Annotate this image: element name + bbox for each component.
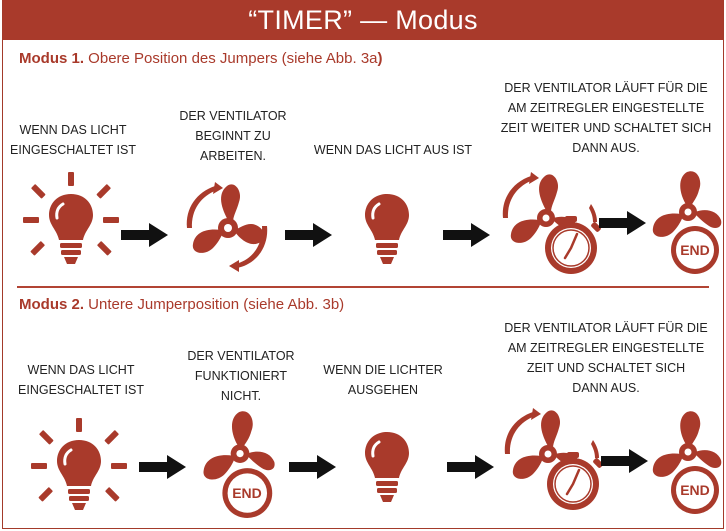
fan-spinning-icon: [186, 182, 268, 272]
caption-line: DANN AUS.: [572, 141, 640, 155]
caption-line: EINGESCHALTET IST: [10, 143, 136, 157]
end-badge: END: [232, 485, 262, 501]
arrow-icon: [599, 211, 646, 235]
caption-line: NICHT.: [220, 389, 262, 403]
arrow-icon: [601, 449, 648, 473]
arrow-icon: [443, 223, 490, 247]
light-bulb-off-icon: [365, 194, 409, 264]
fan-blades-icon: [203, 411, 275, 518]
caption-line: EINGESCHALTET IST: [18, 383, 144, 397]
caption-line: ZEIT WEITER UND SCHALTET SICH: [500, 121, 712, 135]
fan-end-icon: END: [649, 410, 725, 514]
caption-line: DER VENTILATOR: [187, 349, 295, 363]
arrow-icon: [121, 223, 168, 247]
fan-timer-icon: [502, 172, 601, 274]
mode-divider: [17, 286, 709, 288]
light-bulb-on-icon: [31, 418, 127, 510]
mode1-label-end: ): [377, 50, 383, 67]
caption-line: WENN DAS LICHT AUS IST: [313, 143, 473, 157]
caption-line: AUSGEHEN: [347, 383, 419, 397]
mode2-step2-caption: DER VENTILATOR FUNKTIONIERT NICHT.: [179, 346, 303, 406]
caption-line: ARBEITEN.: [200, 149, 266, 163]
caption-line: DER VENTILATOR: [179, 109, 287, 123]
caption-line: DER VENTILATOR LÄUFT FÜR DIE: [504, 81, 708, 95]
caption-line: DANN AUS.: [572, 381, 640, 395]
mode1-step2-caption: DER VENTILATOR BEGINNT ZU ARBEITEN.: [171, 106, 295, 166]
caption-line: DER VENTILATOR LÄUFT FÜR DIE: [504, 321, 708, 335]
mode2-label-text: Untere Jumperposition (siehe Abb. 3b): [84, 296, 345, 313]
caption-line: ZEIT UND SCHALTET SICH: [526, 361, 686, 375]
fan-end-icon: END: [649, 170, 725, 274]
caption-line: WENN DAS LICHT: [19, 123, 127, 137]
mode2-label-bold: Modus 2.: [19, 296, 85, 313]
end-badge: END: [680, 482, 710, 498]
caption-line: AM ZEITREGLER EINGESTELLTE: [507, 341, 705, 355]
arrow-icon: [285, 223, 332, 247]
mode1-step4-caption: DER VENTILATOR LÄUFT FÜR DIE AM ZEITREGL…: [493, 78, 719, 158]
arrow-icon: [289, 455, 336, 479]
end-badge: END: [680, 242, 710, 258]
fan-blades-icon: [652, 171, 722, 274]
arrow-icon: [447, 455, 494, 479]
mode1-label-text: Obere Position des Jumpers (siehe Abb. 3…: [84, 50, 378, 67]
mode1-step1-caption: WENN DAS LICHT EINGESCHALTET IST: [5, 120, 141, 160]
caption-line: FUNKTIONIERT: [194, 369, 288, 383]
page-title: “TIMER” — Modus: [3, 0, 723, 40]
mode2-step4-caption: DER VENTILATOR LÄUFT FÜR DIE AM ZEITREGL…: [493, 318, 719, 398]
mode1-label-bold: Modus 1.: [19, 50, 85, 67]
light-bulb-on-icon: [23, 172, 119, 264]
mode2-heading: Modus 2. Untere Jumperposition (siehe Ab…: [19, 296, 344, 313]
arrow-icon: [139, 455, 186, 479]
caption-line: WENN DAS LICHT: [27, 363, 135, 377]
caption-line: WENN DIE LICHTER: [323, 363, 443, 377]
mode2-step3-caption: WENN DIE LICHTER AUSGEHEN: [303, 360, 463, 400]
mode1-heading: Modus 1. Obere Position des Jumpers (sie…: [19, 50, 383, 67]
light-bulb-off-icon: [365, 432, 409, 502]
mode1-step3-caption: WENN DAS LICHT AUS IST: [293, 140, 493, 160]
fan-timer-icon: [504, 408, 603, 510]
fan-end-icon: END: [199, 410, 279, 518]
caption-line: BEGINNT ZU: [195, 129, 271, 143]
mode2-step1-caption: WENN DAS LICHT EINGESCHALTET IST: [13, 360, 149, 400]
caption-line: AM ZEITREGLER EINGESTELLTE: [507, 101, 705, 115]
fan-blades-icon: [652, 411, 722, 514]
